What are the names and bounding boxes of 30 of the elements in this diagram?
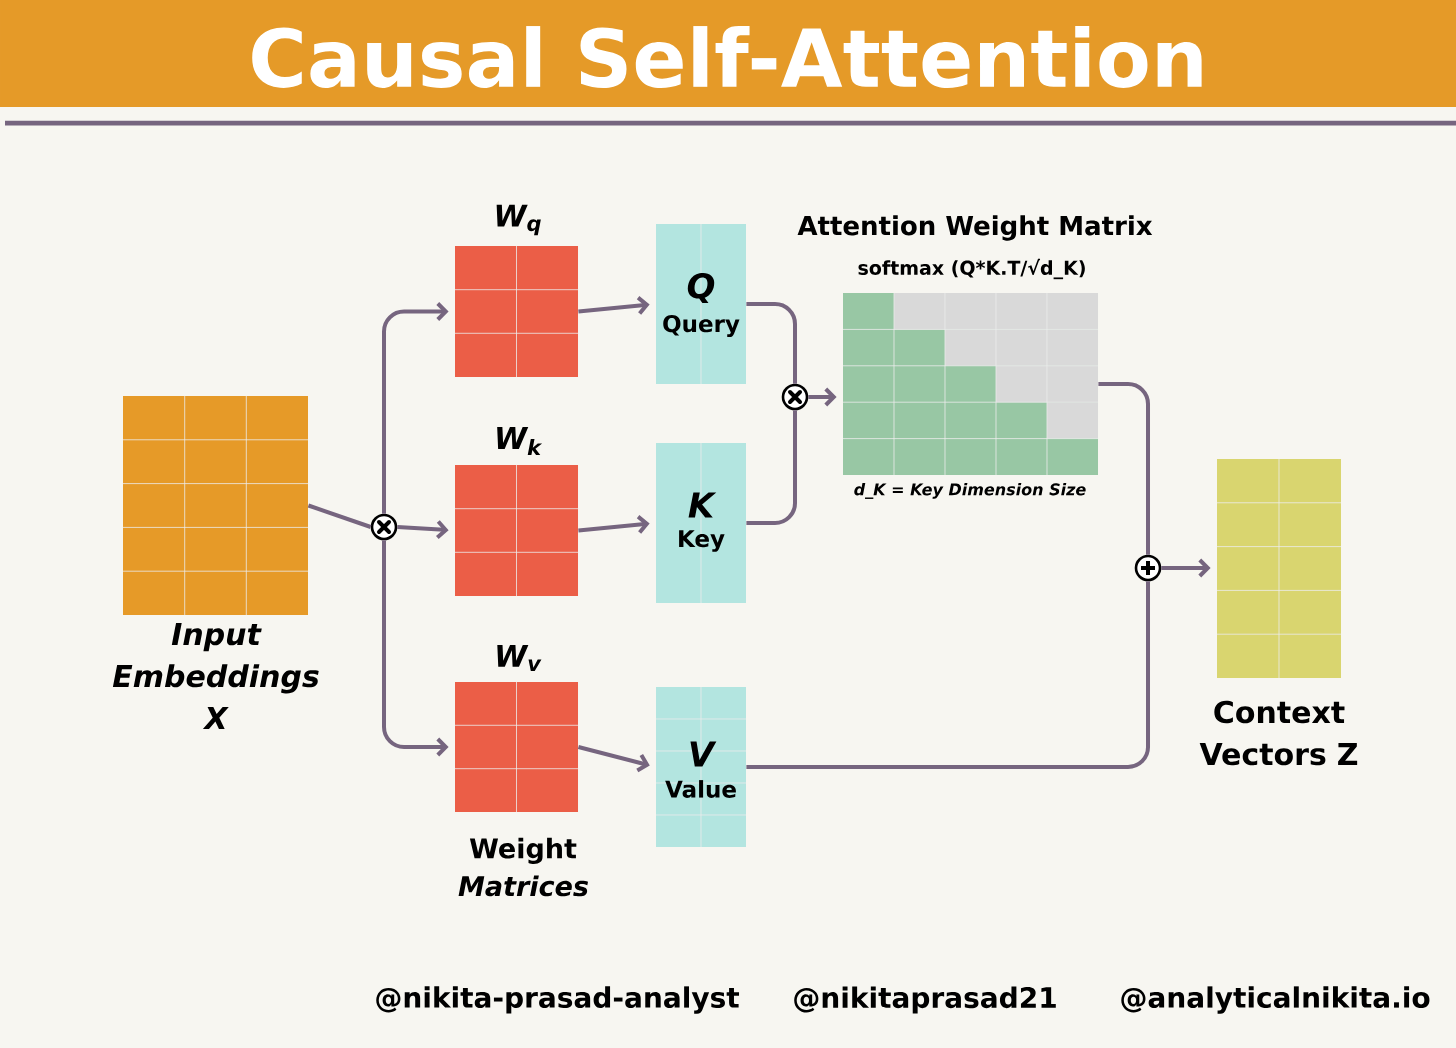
circled-cross-symbol bbox=[370, 513, 398, 541]
handle-text: @analyticalnikita.io bbox=[1121, 986, 1430, 1014]
circled-cross-symbol bbox=[781, 383, 809, 411]
vector-name: Key bbox=[679, 530, 725, 552]
arrow bbox=[382, 302, 449, 514]
vector-symbol: K bbox=[688, 492, 717, 518]
arrow bbox=[1161, 558, 1211, 578]
matrix-label: W$_{k}$ bbox=[497, 427, 543, 455]
circled-plus-symbol bbox=[1134, 554, 1162, 582]
grid-caption: Input Embeddings X bbox=[112, 623, 319, 729]
handle-text: @nikita-prasad-analyst bbox=[376, 986, 739, 1014]
vector-name: Query bbox=[663, 315, 740, 337]
arrow bbox=[397, 520, 449, 539]
arrow bbox=[382, 540, 449, 757]
vector-name: Value bbox=[665, 780, 736, 798]
note-text: d_K = Key Dimension Size bbox=[854, 483, 1086, 499]
arrow bbox=[578, 296, 650, 315]
title-banner: Causal Self-Attention bbox=[0, 0, 1456, 107]
formula-text: softmax (Q*K.T/√d_K) bbox=[858, 258, 1085, 280]
handle-text: @nikitaprasad21 bbox=[794, 986, 1056, 1014]
caption-text: Weight Matrices bbox=[458, 837, 588, 897]
arrow bbox=[578, 515, 650, 534]
vector-symbol: V bbox=[690, 741, 717, 767]
arrow bbox=[808, 387, 837, 407]
grid-caption: Context Vectors Z bbox=[1199, 700, 1358, 766]
vector-symbol: Q bbox=[687, 272, 715, 304]
matrix-title: Attention Weight Matrix bbox=[797, 215, 1153, 241]
matrix-label: W$_{q}$ bbox=[496, 204, 541, 236]
arrow bbox=[577, 745, 650, 773]
matrix-label: W$_{v}$ bbox=[497, 644, 542, 672]
